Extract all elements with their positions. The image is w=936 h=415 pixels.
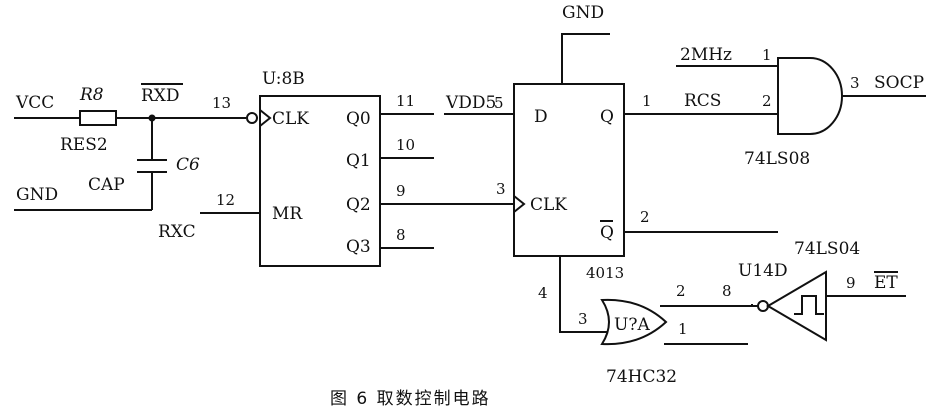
schmitt-hysteresis-icon — [794, 295, 824, 315]
pin-2-or: 2 — [676, 282, 686, 300]
counter-ref: U:8B — [262, 69, 305, 89]
pin-10: 10 — [396, 136, 415, 154]
cap-label: CAP — [88, 175, 125, 195]
pin-3: 3 — [496, 180, 506, 198]
rxd-label: RXD — [141, 86, 180, 106]
gnd-top-wire — [561, 33, 610, 84]
et-label: ET — [874, 273, 898, 293]
pin-1-ff: 1 — [642, 92, 652, 110]
rxc-label: RXC — [158, 222, 196, 242]
figure-caption: 图 6 取数控制电路 — [330, 389, 491, 409]
pin-1-or: 1 — [678, 320, 688, 338]
gnd-top-label: GND — [562, 3, 604, 23]
pin-3-or: 3 — [578, 310, 588, 328]
ff-to-or-wire — [559, 256, 608, 333]
or-gate-ref: U?A — [614, 315, 650, 335]
counter-q3-label: Q3 — [346, 237, 371, 257]
counter-q1-label: Q1 — [346, 151, 371, 171]
flipflop-clk-label: CLK — [530, 195, 567, 215]
gnd-left-label: GND — [16, 185, 58, 205]
flipflop-qbar-label: Q — [600, 223, 614, 243]
flipflop-q-label: Q — [600, 107, 614, 127]
ff-clk-edge-indicator — [513, 195, 526, 213]
and-gate-part-label: 74LS08 — [744, 149, 810, 169]
flipflop-part-label: 4013 — [586, 264, 624, 282]
pin-5: 5 — [494, 94, 504, 112]
pin-1-and: 1 — [762, 46, 772, 64]
res2-label: RES2 — [60, 135, 108, 155]
counter-q0-label: Q0 — [346, 109, 371, 129]
or-to-inverter-wire — [660, 304, 753, 307]
pin-2-and: 2 — [762, 92, 772, 110]
or-gate-body — [600, 298, 668, 346]
pin-3-and: 3 — [850, 74, 860, 92]
counter-chip-body — [259, 95, 381, 267]
inverter-ref: U14D — [738, 261, 788, 281]
pin-13: 13 — [212, 94, 231, 112]
pin-12: 12 — [216, 191, 235, 209]
pin-2-ff: 2 — [640, 208, 650, 226]
counter-mr-label: MR — [272, 204, 303, 224]
inverter-part-label: 74LS04 — [794, 239, 860, 259]
clk-edge-indicator — [259, 109, 272, 127]
pin-9-inv: 9 — [846, 274, 856, 292]
socp-label: SOCP — [874, 73, 924, 93]
rcs-label: RCS — [684, 91, 721, 111]
pin-4-ff: 4 — [538, 284, 548, 302]
pin-9: 9 — [396, 182, 406, 200]
or-gate-part-label: 74HC32 — [606, 367, 677, 387]
inverter-body — [766, 270, 827, 342]
counter-clk-label: CLK — [272, 109, 309, 129]
clk-inversion-bubble — [246, 112, 258, 124]
and-gate-body — [777, 57, 843, 135]
pin-8-inv: 8 — [722, 282, 732, 300]
vcc-label: VCC — [15, 93, 54, 113]
counter-q2-label: Q2 — [346, 195, 371, 215]
2mhz-label: 2MHz — [680, 45, 732, 65]
flipflop-chip-body — [513, 83, 625, 257]
pin-8: 8 — [396, 226, 406, 244]
r8-label: R8 — [79, 85, 104, 105]
pin-11: 11 — [396, 92, 415, 110]
c6-label: C6 — [176, 155, 200, 175]
resistor-r8 — [79, 110, 117, 126]
vdd5-label: VDD5 — [445, 93, 496, 113]
flipflop-d-label: D — [534, 107, 548, 127]
